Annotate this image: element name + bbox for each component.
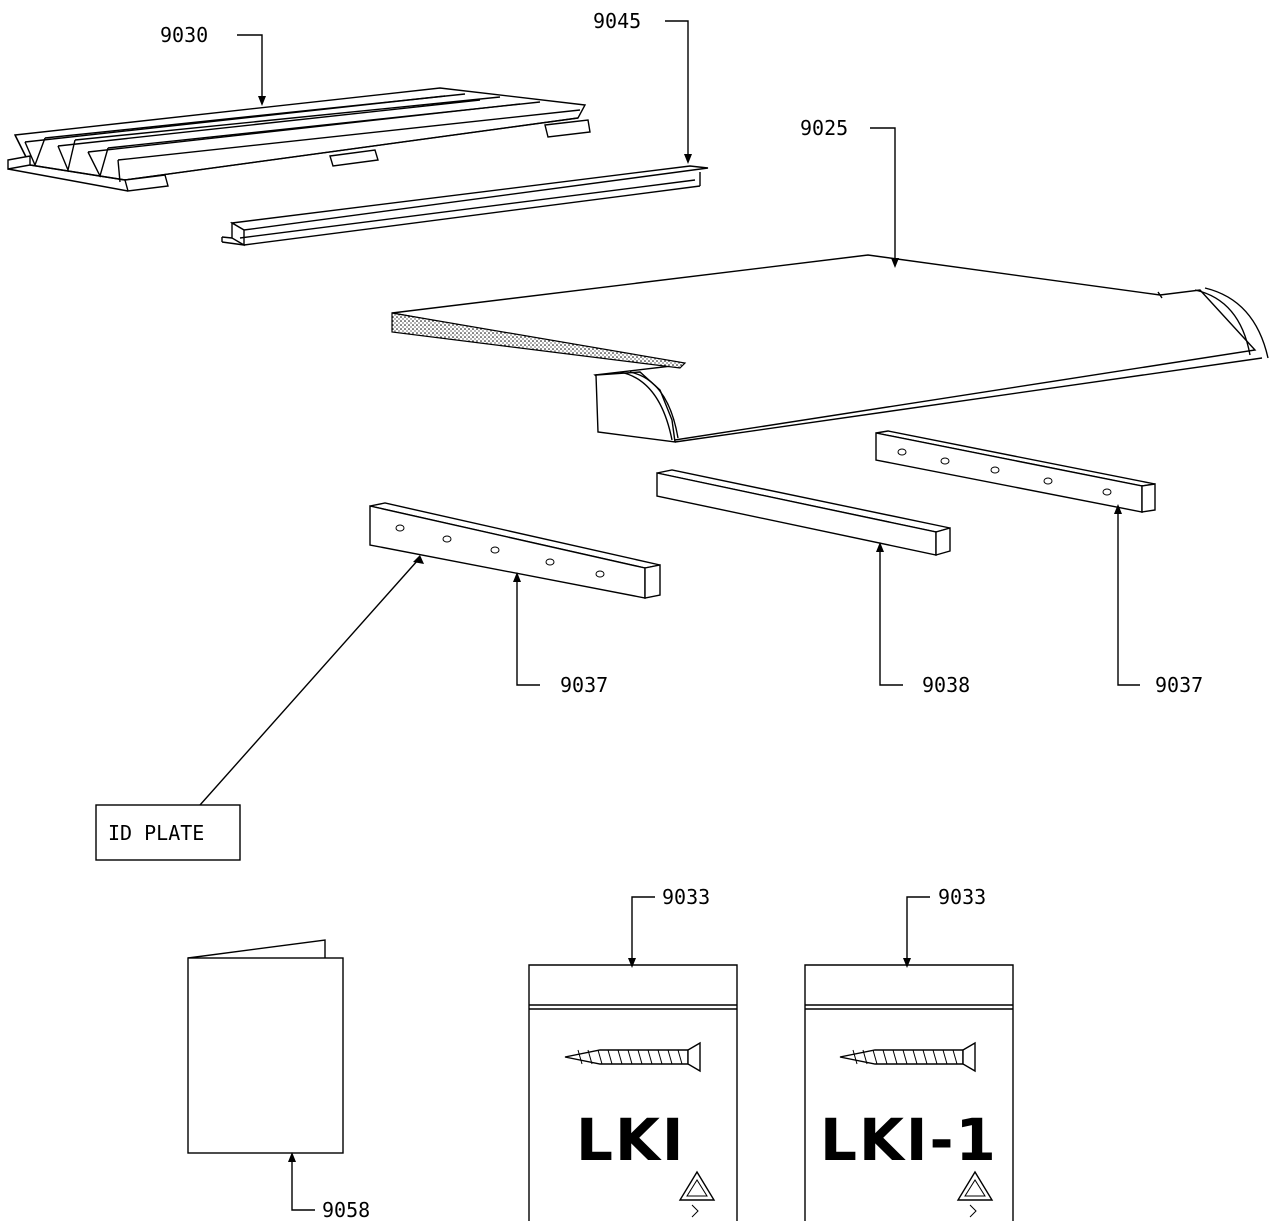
screw-icon: [564, 1041, 701, 1073]
recycle-icon: [678, 1170, 716, 1218]
screw-icon: [839, 1041, 976, 1073]
recycle-icon: [956, 1170, 994, 1218]
label-9033-right: 9033: [938, 885, 986, 909]
bag-label-lki: LKI: [576, 1106, 685, 1174]
label-9030: 9030: [160, 23, 208, 47]
label-9037-left: 9037: [560, 673, 608, 697]
manual-9058: 9058: [187, 939, 370, 1221]
filler-strip-9038: 9038: [656, 469, 970, 697]
label-9037-right: 9037: [1155, 673, 1203, 697]
hardware-bag-left-9033: LKI 9033: [528, 885, 738, 1221]
rail-9045: 9045: [221, 9, 709, 247]
label-9038: 9038: [922, 673, 970, 697]
label-9025: 9025: [800, 116, 848, 140]
bracket-right-9037: 9037: [875, 430, 1203, 697]
label-id-plate: ID PLATE: [108, 821, 204, 845]
label-9033-left: 9033: [662, 885, 710, 909]
label-9058: 9058: [322, 1198, 370, 1221]
shelf-panel-9025: 9025: [391, 116, 1269, 443]
bag-label-lki-1: LKI-1: [820, 1106, 998, 1174]
hardware-bag-right-9033: LKI-1 9033: [804, 885, 1014, 1221]
label-9045: 9045: [593, 9, 641, 33]
bracket-left-9037: 9037: [369, 502, 661, 697]
tray-assembly-9030: 9030: [7, 23, 591, 192]
id-plate-callout: ID PLATE: [95, 555, 424, 861]
